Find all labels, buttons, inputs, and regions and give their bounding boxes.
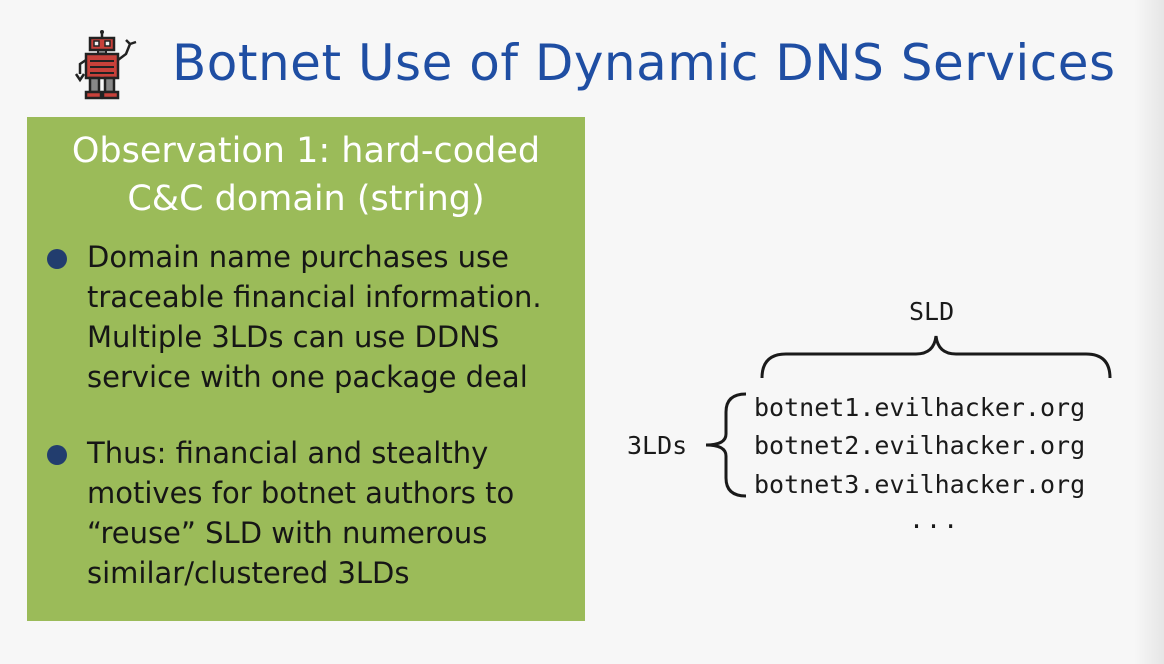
panel-heading-line-2: C&C domain (string) <box>127 179 485 219</box>
domain-item: botnet2.evilhacker.org <box>754 431 1086 460</box>
panel-heading: Observation 1: hard-coded C&C domain (st… <box>27 127 585 223</box>
bullet-text: Domain name purchases use traceable fina… <box>87 240 542 394</box>
bullet-dot-icon <box>47 249 67 269</box>
observation-panel: Observation 1: hard-coded C&C domain (st… <box>27 117 585 621</box>
robot-icon <box>74 30 137 100</box>
bullet-text: Thus: financial and stealthy motives for… <box>87 436 515 590</box>
sld-label: SLD <box>909 297 955 326</box>
ellipsis: ... <box>909 505 961 534</box>
domain-item: botnet1.evilhacker.org <box>754 393 1086 422</box>
panel-heading-line-1: Observation 1: hard-coded <box>71 131 541 171</box>
domain-item: botnet3.evilhacker.org <box>754 470 1086 499</box>
3lds-brace-icon <box>705 392 747 498</box>
sld-brace-icon <box>760 335 1112 379</box>
slide-title: Botnet Use of Dynamic DNS Services <box>172 34 1116 92</box>
3lds-label: 3LDs <box>627 431 688 460</box>
slide-edge-shade <box>1134 0 1164 664</box>
bullet-dot-icon <box>47 445 67 465</box>
